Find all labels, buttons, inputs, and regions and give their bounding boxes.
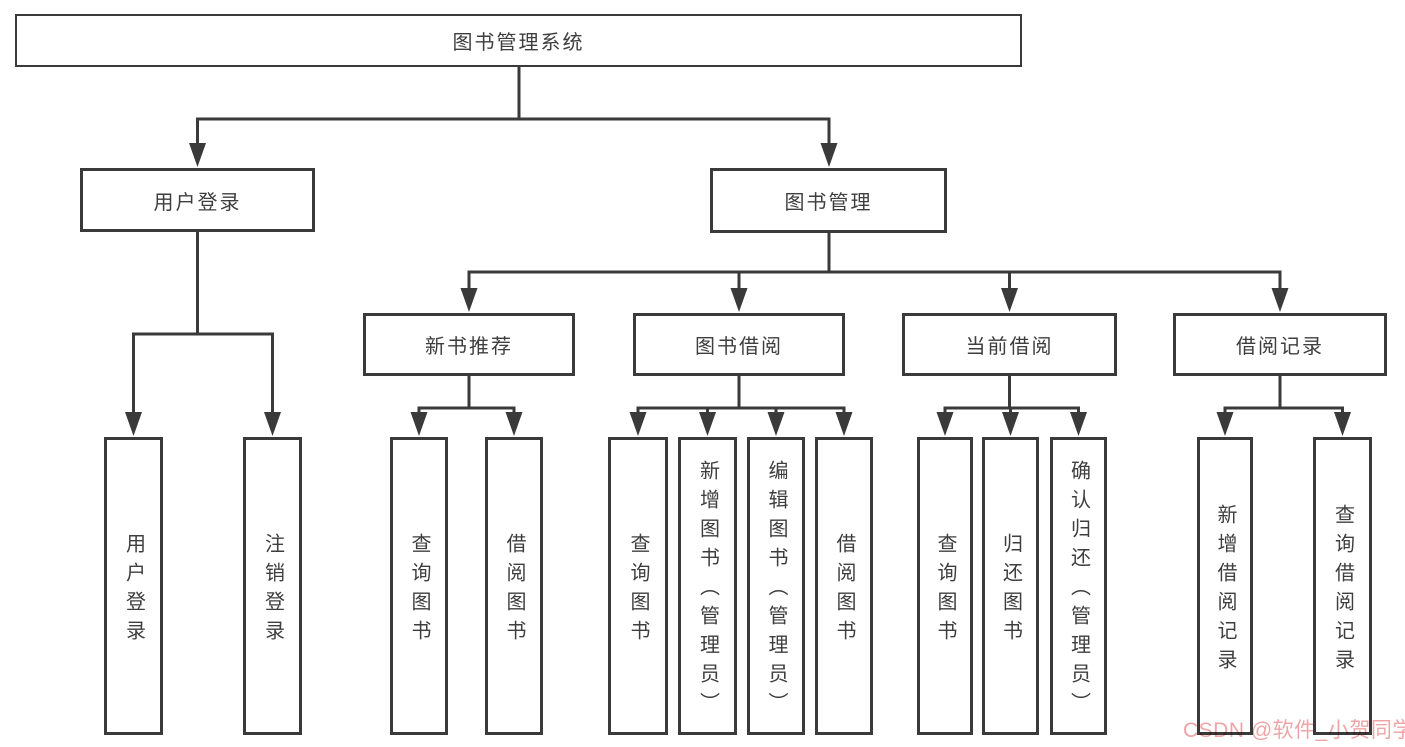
node-label: 用户登录 [122,532,145,649]
node-label: 确认归还（管理员） [1067,460,1090,721]
node-label: 编辑图书（管理员） [765,460,787,721]
node-label: 图书借阅 [695,336,783,358]
leaf-borrow-books-recommend: 借阅图书 [485,437,543,735]
leaf-query-books-current: 查询图书 [917,437,973,735]
leaf-borrow-books: 借阅图书 [815,437,873,735]
node-label: 新增图书（管理员） [696,460,719,721]
leaf-query-borrow-record: 查询借阅记录 [1313,437,1372,735]
leaf-add-borrow-record: 新增借阅记录 [1197,437,1253,735]
node-user-login: 用户登录 [80,168,315,232]
leaf-query-books-recommend: 查询图书 [390,437,448,735]
node-label: 查询图书 [408,532,430,649]
leaf-add-books-admin: 新增图书（管理员） [678,437,737,735]
node-borrowing-records: 借阅记录 [1173,313,1387,376]
node-label: 查询图书 [934,532,956,649]
node-label: 查询借阅记录 [1331,503,1354,678]
csdn-watermark: CSDN @软件_小贺同学 [1183,719,1405,742]
node-book-borrowing: 图书借阅 [633,313,845,376]
node-label: 新增借阅记录 [1214,503,1236,678]
node-label: 借阅图书 [833,532,855,649]
leaf-confirm-return-admin: 确认归还（管理员） [1050,437,1107,735]
node-label: 图书管理系统 [452,32,585,54]
node-label: 图书管理 [784,192,873,214]
node-library-management-system: 图书管理系统 [15,14,1022,67]
leaf-edit-books-admin: 编辑图书（管理员） [747,437,805,735]
leaf-user-login: 用户登录 [104,437,163,735]
node-new-book-recommendation: 新书推荐 [363,313,575,376]
node-current-borrowing: 当前借阅 [902,313,1117,376]
node-label: 借阅记录 [1236,336,1324,358]
leaf-return-books: 归还图书 [982,437,1039,735]
node-label: 归还图书 [999,532,1022,649]
node-label: 注销登录 [261,532,284,649]
node-label: 用户登录 [153,191,242,214]
node-label: 查询图书 [627,532,649,649]
node-book-management: 图书管理 [710,168,947,233]
leaf-query-books-borrowing: 查询图书 [608,437,668,735]
node-label: 当前借阅 [965,336,1054,358]
leaf-logout: 注销登录 [243,437,302,735]
node-label: 新书推荐 [425,336,513,358]
node-label: 借阅图书 [503,532,525,649]
